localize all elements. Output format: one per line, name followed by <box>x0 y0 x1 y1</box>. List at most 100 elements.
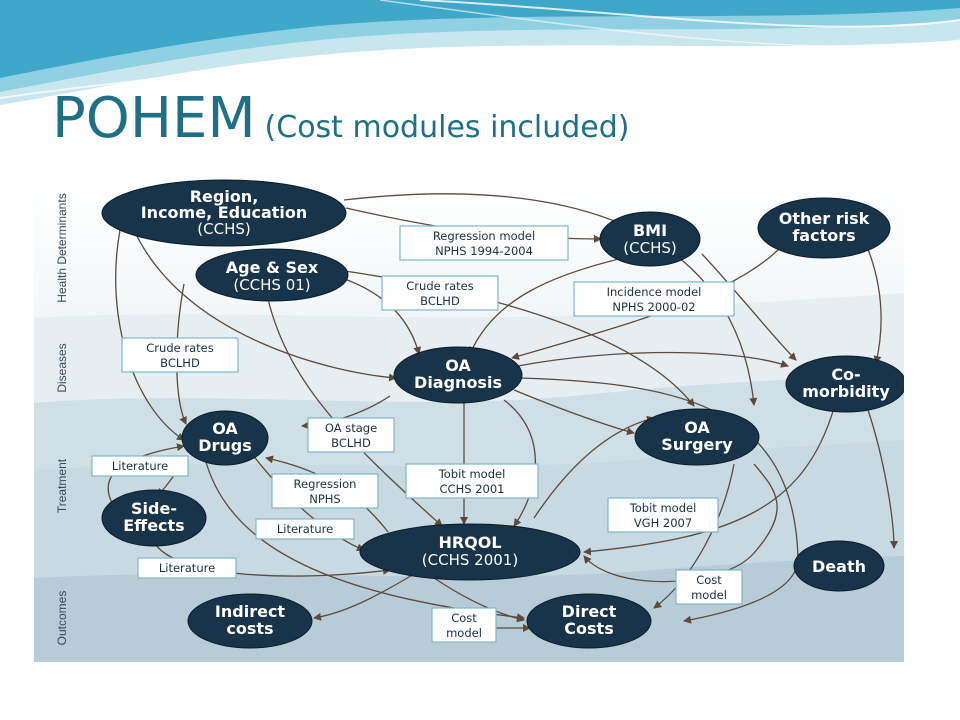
node-oa-surgery: OA Surgery <box>634 408 760 466</box>
svg-text:BCLHD: BCLHD <box>331 436 371 450</box>
arrow-diagnosis-comorbidity <box>517 351 789 368</box>
svg-text:Crude rates: Crude rates <box>406 279 473 293</box>
label-regression-nphs-1994: Regression model NPHS 1994-2004 <box>399 225 569 261</box>
svg-text:Cost: Cost <box>451 611 477 625</box>
svg-text:Diagnosis: Diagnosis <box>414 373 502 392</box>
svg-text:CCHS 2001: CCHS 2001 <box>440 482 505 496</box>
pohem-flow-diagram: Health Determinants Diseases Treatment O… <box>34 178 904 662</box>
node-death: Death <box>793 540 885 592</box>
label-crude-rates-2: Crude rates BCLHD <box>121 337 239 373</box>
label-literature-1: Literature <box>91 455 189 477</box>
label-crude-rates-1: Crude rates BCLHD <box>381 275 499 311</box>
svg-text:Co-: Co- <box>831 365 860 384</box>
node-indirect-costs: Indirect costs <box>187 593 313 649</box>
svg-text:Drugs: Drugs <box>198 436 252 455</box>
label-literature-2: Literature <box>255 518 355 540</box>
arrow-drugs-hrqol <box>251 453 365 552</box>
svg-text:Tobit model: Tobit model <box>629 501 697 515</box>
arrow-hrqol-direct <box>433 577 525 623</box>
title-subtitle: (Cost modules included) <box>264 110 630 145</box>
node-oa-diagnosis: OA Diagnosis <box>393 346 523 404</box>
arrow-bmi-comorbidity <box>701 253 797 361</box>
arrow-bmi-diagnosis <box>469 253 641 355</box>
label-cost-model-2: Cost model <box>431 607 497 643</box>
svg-text:Crude rates: Crude rates <box>146 341 213 355</box>
svg-text:factors: factors <box>792 226 855 245</box>
svg-text:OA: OA <box>684 418 710 437</box>
svg-text:model: model <box>446 626 482 640</box>
node-direct-costs: Direct Costs <box>526 593 652 649</box>
svg-text:model: model <box>691 588 727 602</box>
svg-text:Direct: Direct <box>562 602 617 621</box>
label-oa-stage: OA stage BCLHD <box>307 417 395 453</box>
svg-text:Effects: Effects <box>123 516 184 535</box>
node-bmi: BMI (CCHS) <box>599 211 701 267</box>
svg-text:BCLHD: BCLHD <box>160 356 200 370</box>
svg-text:NPHS 2000-02: NPHS 2000-02 <box>612 300 695 314</box>
svg-text:Literature: Literature <box>277 522 333 536</box>
svg-text:Incidence model: Incidence model <box>607 285 702 299</box>
svg-text:BMI: BMI <box>633 221 667 240</box>
svg-text:Other risk: Other risk <box>779 209 870 228</box>
svg-text:Regression model: Regression model <box>433 229 535 243</box>
arrow-surgery-hrqol <box>583 463 778 583</box>
arrow-age-diagnosis <box>329 273 422 355</box>
svg-text:VGH 2007: VGH 2007 <box>634 516 692 530</box>
svg-text:(CCHS): (CCHS) <box>623 239 676 257</box>
arrow-region-diagnosis <box>133 229 397 382</box>
label-incidence-model: Incidence model NPHS 2000-02 <box>573 281 735 317</box>
svg-text:Age & Sex: Age & Sex <box>226 258 319 277</box>
svg-text:Indirect: Indirect <box>215 602 286 621</box>
svg-text:OA: OA <box>212 419 238 438</box>
svg-text:(CCHS 01): (CCHS 01) <box>233 276 310 294</box>
svg-text:Costs: Costs <box>564 619 613 638</box>
svg-text:Cost: Cost <box>696 573 722 587</box>
arrow-comorbidity-hrqol <box>583 407 835 556</box>
svg-text:(CCHS): (CCHS) <box>197 220 250 238</box>
svg-text:Income, Education: Income, Education <box>141 203 308 222</box>
svg-text:BCLHD: BCLHD <box>420 294 460 308</box>
svg-text:Literature: Literature <box>112 459 168 473</box>
arrow-hrqol-surgery <box>533 415 655 519</box>
arrow-comorbidity-death <box>867 409 898 549</box>
svg-text:OA: OA <box>445 356 471 375</box>
slide-title: POHEM (Cost modules included) <box>52 86 630 151</box>
svg-text:Regression: Regression <box>294 477 357 491</box>
svg-text:(CCHS 2001): (CCHS 2001) <box>422 551 518 569</box>
svg-text:Side-: Side- <box>131 499 177 518</box>
svg-text:Literature: Literature <box>159 561 215 575</box>
node-age-sex: Age & Sex (CCHS 01) <box>195 248 349 302</box>
label-tobit-vgh: Tobit model VGH 2007 <box>607 497 719 533</box>
node-side-effects: Side- Effects <box>101 489 207 547</box>
arrow-hrqol-indirect <box>313 573 415 621</box>
arrow-other-comorbidity <box>865 243 882 364</box>
label-cost-model-1: Cost model <box>675 569 743 605</box>
svg-text:NPHS 1994-2004: NPHS 1994-2004 <box>435 244 533 258</box>
header-wave-decoration <box>0 0 960 105</box>
arrow-sideeffects-hrqol <box>153 541 391 577</box>
node-hrqol: HRQOL (CCHS 2001) <box>359 523 581 581</box>
svg-text:costs: costs <box>226 619 273 638</box>
svg-text:Region,: Region, <box>190 187 259 206</box>
svg-text:HRQOL: HRQOL <box>438 533 501 552</box>
band-label-treatment: Treatment <box>55 458 69 513</box>
arrow-diagnosis-direct <box>519 377 799 624</box>
arrow-diagnosis-surgery <box>513 389 635 436</box>
svg-text:Death: Death <box>812 557 866 576</box>
svg-text:morbidity: morbidity <box>802 382 890 401</box>
band-label-health-determinants: Health Determinants <box>55 193 69 302</box>
band-labels: Health Determinants Diseases Treatment O… <box>55 193 69 645</box>
node-region-income-education: Region, Income, Education (CCHS) <box>101 179 347 247</box>
svg-text:Surgery: Surgery <box>661 435 733 454</box>
svg-text:NPHS: NPHS <box>309 492 341 506</box>
label-literature-3: Literature <box>137 557 237 579</box>
method-labels: Regression model NPHS 1994-2004 Crude ra… <box>91 225 743 643</box>
node-other-risk-factors: Other risk factors <box>757 197 891 259</box>
label-tobit-cchs: Tobit model CCHS 2001 <box>405 463 539 499</box>
band-label-outcomes: Outcomes <box>55 591 69 646</box>
node-comorbidity: Co- morbidity <box>785 355 904 413</box>
svg-text:Tobit model: Tobit model <box>438 467 506 481</box>
band-label-diseases: Diseases <box>55 343 69 392</box>
title-main: POHEM <box>52 86 256 151</box>
arrow-surgery-direct <box>653 463 735 609</box>
